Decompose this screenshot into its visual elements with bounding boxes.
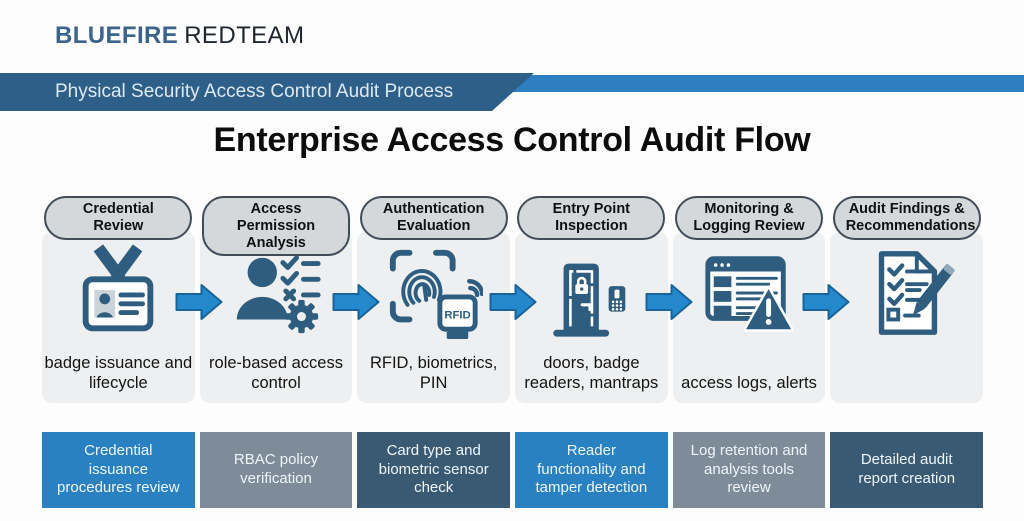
banner: Physical Security Access Control Audit P… bbox=[0, 73, 1024, 111]
flow-arrow-icon bbox=[332, 283, 380, 321]
column-card bbox=[357, 232, 511, 403]
flow-arrow-icon bbox=[645, 283, 693, 321]
column-header-pill: Credential Review bbox=[44, 196, 193, 240]
process-flow: Credential Review badge issu bbox=[42, 196, 984, 403]
door-keypad-icon bbox=[515, 244, 668, 347]
column-header-pill: Authentication Evaluation bbox=[359, 196, 508, 240]
user-permissions-icon bbox=[200, 244, 353, 347]
column-description: badge issuance and lifecycle bbox=[44, 354, 193, 393]
column-description: doors, badge readers, mantraps bbox=[524, 354, 659, 393]
id-badge-icon bbox=[42, 244, 195, 347]
process-column-authentication: Authentication Evaluation bbox=[357, 196, 511, 403]
process-column-credential-review: Credential Review badge issu bbox=[42, 196, 195, 403]
footer-box: Credential issuance procedures review bbox=[42, 432, 195, 508]
banner-label: Physical Security Access Control Audit P… bbox=[55, 81, 454, 102]
column-header-pill: Entry Point Inspection bbox=[517, 196, 666, 240]
fingerprint-rfid-icon: RFID bbox=[357, 244, 510, 347]
process-column-monitoring: Monitoring & Logging Review bbox=[672, 196, 826, 403]
column-description: access logs, alerts bbox=[681, 374, 817, 393]
flow-arrow-icon bbox=[802, 283, 850, 321]
brand-primary: BLUEFIRE bbox=[55, 22, 179, 49]
column-header-pill: Monitoring & Logging Review bbox=[675, 196, 824, 240]
footer-box: Card type and biometric sensor check bbox=[357, 432, 511, 508]
process-column-audit-findings: Audit Findings & Recommendations bbox=[830, 196, 984, 403]
process-column-access-permission: Access Permission Analysis bbox=[199, 196, 353, 403]
flow-arrow-icon bbox=[175, 283, 223, 321]
rfid-label: RFID bbox=[444, 309, 470, 321]
flow-arrow-icon bbox=[489, 283, 536, 321]
process-column-entry-point: Entry Point Inspection bbox=[515, 196, 668, 403]
log-alert-icon bbox=[673, 244, 826, 347]
footer-box: Detailed audit report creation bbox=[830, 432, 984, 508]
column-description: RFID, biometrics, PIN bbox=[369, 354, 498, 393]
footer-box: Log retention and analysis tools review bbox=[672, 432, 826, 508]
footer-box: Reader functionality and tamper detectio… bbox=[515, 432, 668, 508]
banner-accent-strip bbox=[500, 75, 1024, 92]
column-header-pill: Access Permission Analysis bbox=[202, 196, 350, 257]
footer-box: RBAC policy verification bbox=[199, 432, 353, 508]
report-pencil-icon bbox=[830, 244, 983, 347]
footer-row: Credential issuance procedures review RB… bbox=[42, 432, 984, 508]
column-header-pill: Audit Findings & Recommendations bbox=[832, 196, 981, 240]
banner-bar: Physical Security Access Control Audit P… bbox=[0, 73, 534, 111]
column-description: role-based access control bbox=[209, 354, 343, 393]
page-title: Enterprise Access Control Audit Flow bbox=[213, 121, 811, 159]
brand-secondary: REDTEAM bbox=[184, 22, 305, 49]
